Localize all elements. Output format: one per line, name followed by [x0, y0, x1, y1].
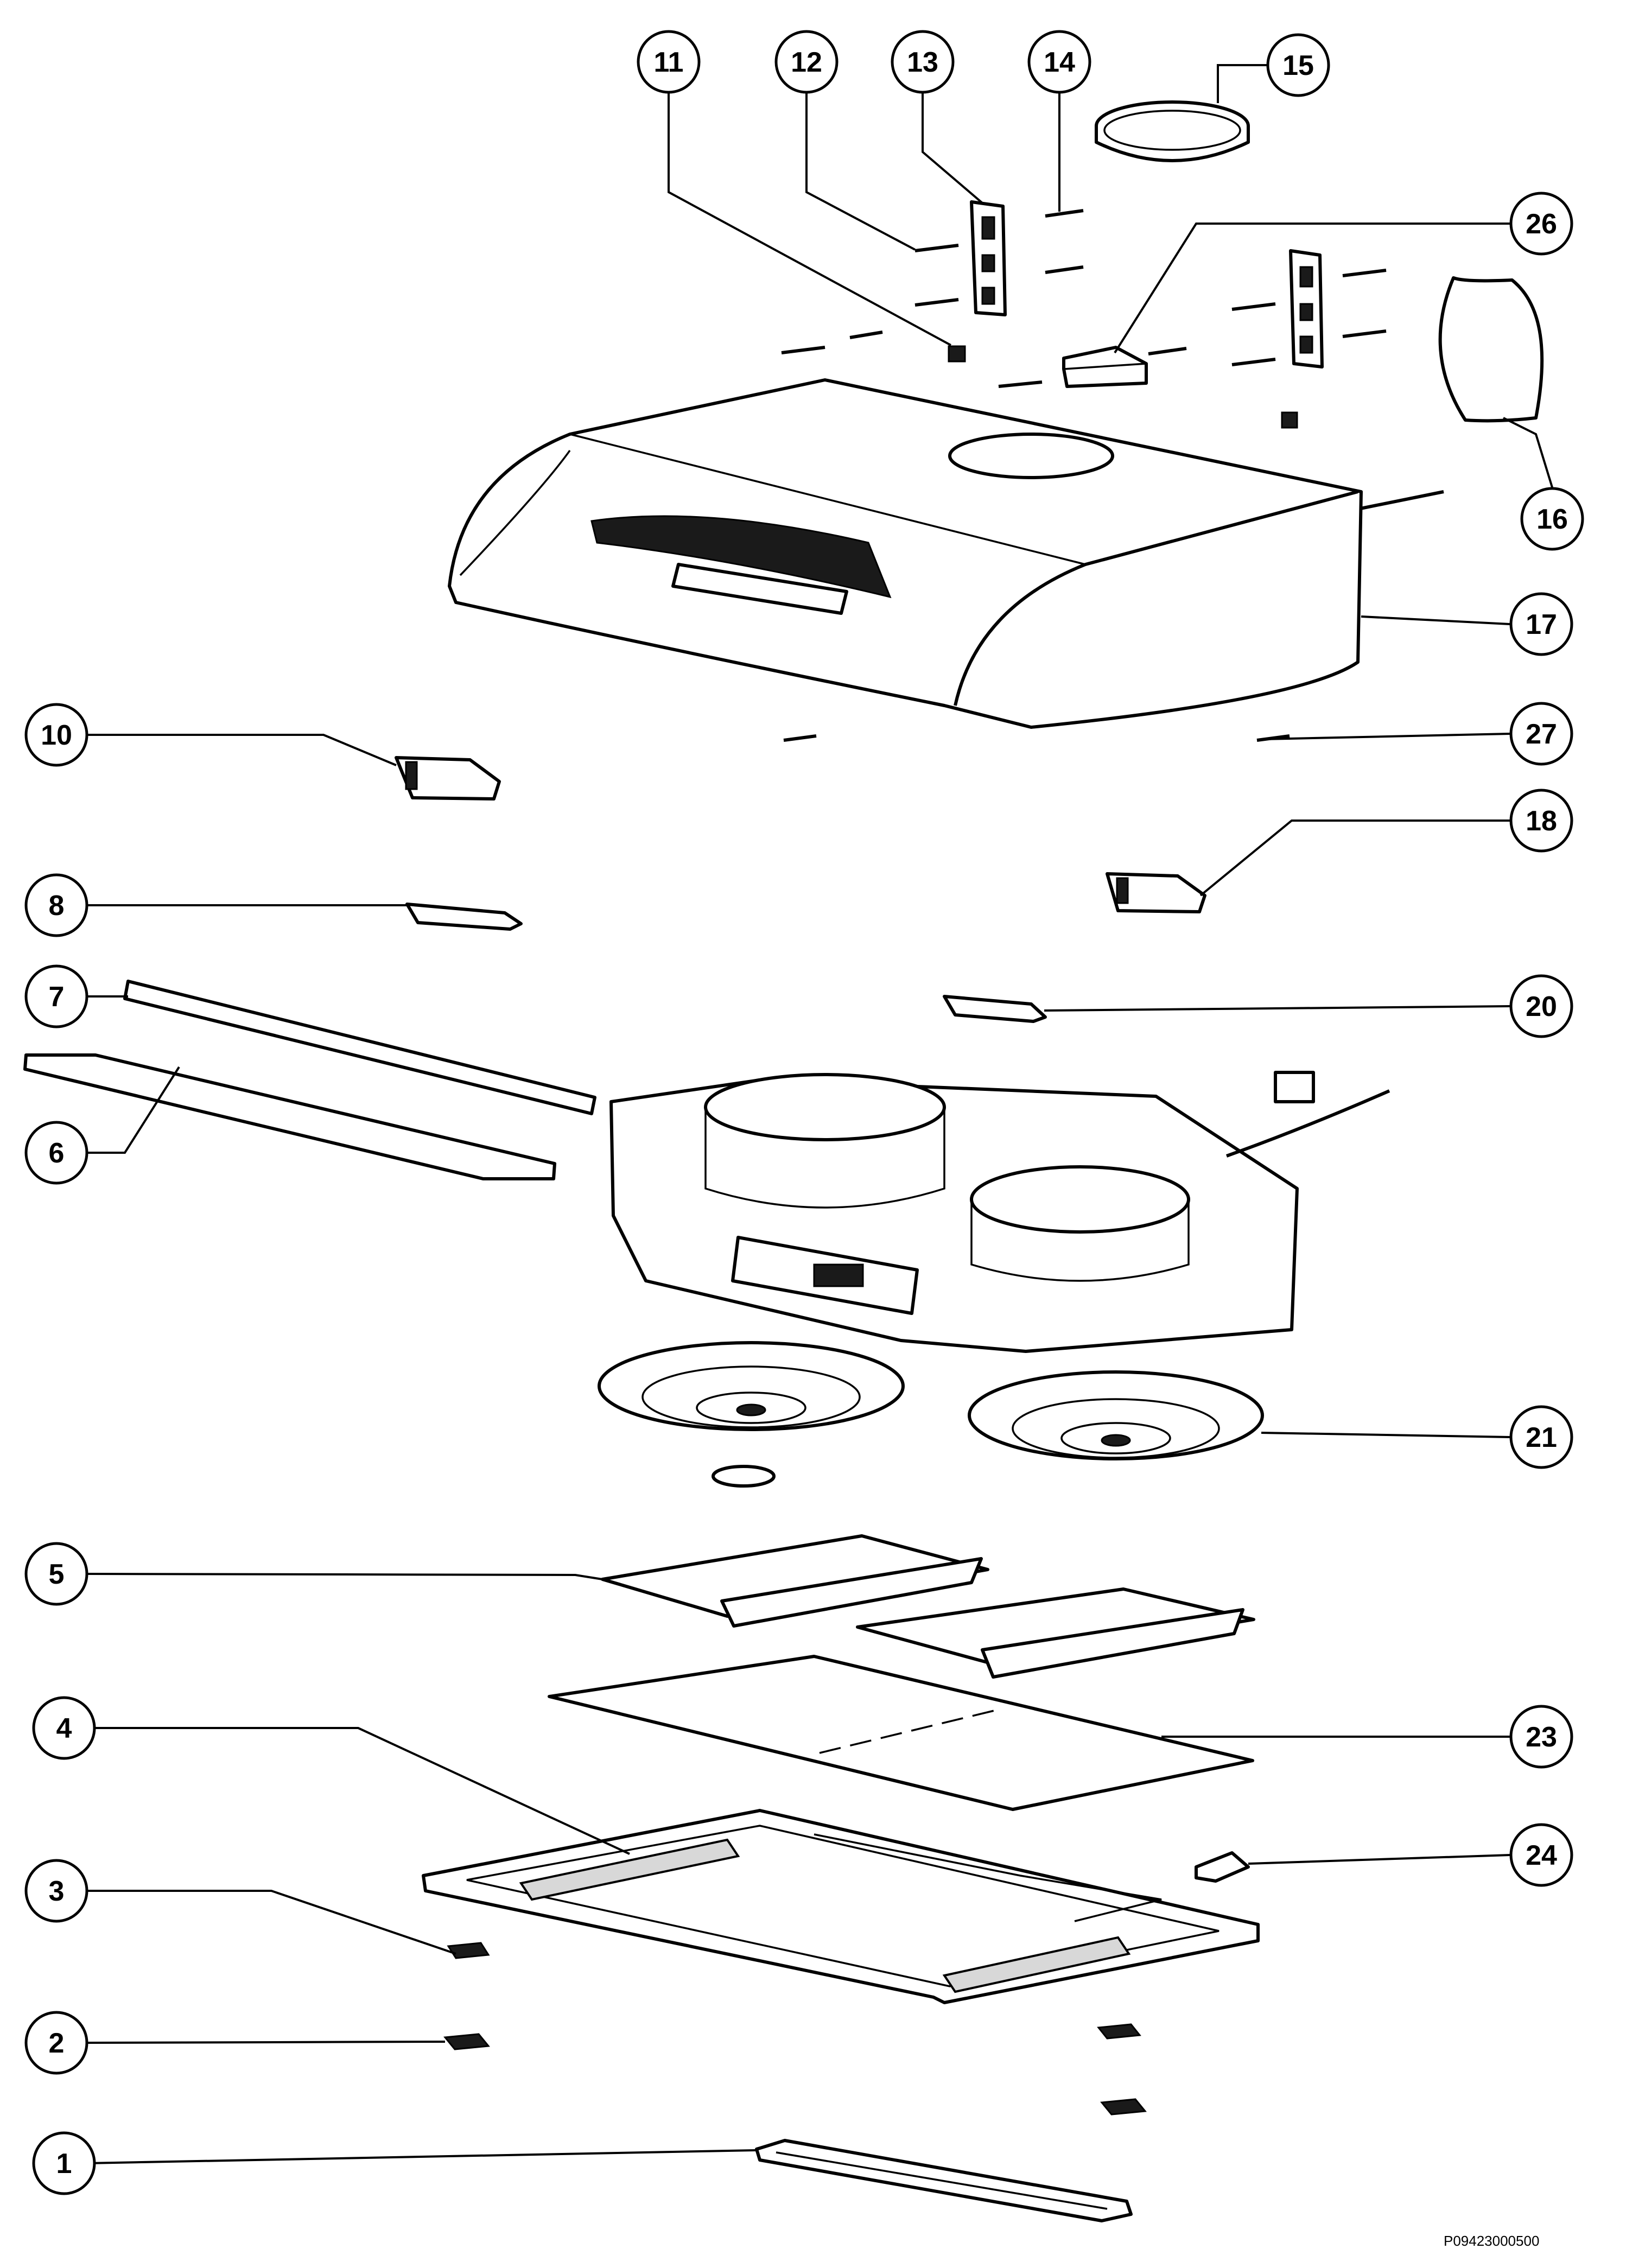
part-3-clip — [447, 1942, 490, 1959]
callout-13: 13 — [891, 30, 955, 94]
part-4-front-panel — [422, 1809, 1260, 2004]
callout-11: 11 — [637, 30, 701, 94]
part-21-filter-cups — [598, 1341, 1264, 1488]
part-6-panel-strip — [23, 1053, 556, 1180]
callout-8-label: 8 — [49, 890, 65, 922]
callout-5-label: 5 — [49, 1559, 65, 1590]
callout-24: 24 — [1509, 1823, 1573, 1887]
callout-18-label: 18 — [1526, 805, 1557, 837]
part-20-clip — [943, 995, 1047, 1023]
callout-14-label: 14 — [1044, 47, 1075, 78]
callout-5: 5 — [24, 1542, 88, 1606]
callout-7: 7 — [24, 964, 88, 1028]
part-nut-right — [1281, 411, 1298, 429]
callout-26: 26 — [1509, 192, 1573, 256]
callout-26-label: 26 — [1526, 208, 1557, 240]
callout-1-label: 1 — [56, 2148, 72, 2180]
part-26-angle-bracket — [1062, 346, 1148, 388]
callout-4-label: 4 — [56, 1713, 72, 1744]
part-15-collar-ring — [1095, 100, 1250, 162]
part-18-hinge-unit — [1106, 872, 1206, 913]
reference-code: P09423000500 — [1444, 2233, 1539, 2249]
part-2-clip — [443, 2023, 1147, 2115]
callout-14: 14 — [1027, 30, 1091, 94]
callout-17: 17 — [1509, 592, 1573, 656]
callout-12: 12 — [774, 30, 839, 94]
callout-6-label: 6 — [49, 1138, 65, 1169]
callout-27: 27 — [1509, 702, 1573, 766]
callout-24-label: 24 — [1526, 1840, 1557, 1871]
callout-8: 8 — [24, 873, 88, 937]
screws — [781, 209, 1444, 742]
part-23-cover-sheet — [548, 1655, 1254, 1811]
part-8-clip — [405, 903, 523, 931]
callout-10: 10 — [24, 703, 88, 767]
callout-23-label: 23 — [1526, 1721, 1557, 1753]
part-5-grease-filters — [601, 1534, 1255, 1679]
part-1-handle-bar — [755, 2139, 1133, 2222]
callout-7-label: 7 — [49, 981, 65, 1013]
part-wall-bracket-right — [1289, 249, 1324, 369]
part-13-wall-bracket — [970, 200, 1007, 316]
part-11-nut — [948, 345, 966, 363]
callout-23: 23 — [1509, 1705, 1573, 1769]
callout-13-label: 13 — [907, 47, 938, 78]
callout-1: 1 — [32, 2131, 96, 2195]
callout-3-label: 3 — [49, 1876, 65, 1907]
callout-16: 16 — [1520, 487, 1584, 551]
callout-2-label: 2 — [49, 2028, 65, 2059]
part-16-flap — [1438, 276, 1544, 423]
callout-15: 15 — [1266, 33, 1330, 97]
callout-21: 21 — [1509, 1405, 1573, 1469]
callout-15-label: 15 — [1282, 50, 1314, 81]
part-24-bracket — [1195, 1851, 1250, 1883]
callout-17-label: 17 — [1526, 609, 1557, 640]
part-7-strip — [123, 980, 596, 1115]
callout-12-label: 12 — [791, 47, 822, 78]
callout-3: 3 — [24, 1859, 88, 1923]
callout-18: 18 — [1509, 789, 1573, 853]
callout-21-label: 21 — [1526, 1422, 1557, 1453]
callout-2: 2 — [24, 2011, 88, 2075]
part-17-hood-body — [448, 378, 1363, 729]
callout-20: 20 — [1509, 974, 1573, 1038]
callout-4: 4 — [32, 1696, 96, 1760]
callout-16-label: 16 — [1536, 504, 1568, 535]
callout-27-label: 27 — [1526, 719, 1557, 750]
callout-6: 6 — [24, 1121, 88, 1185]
callout-10-label: 10 — [41, 720, 72, 751]
leader-lines — [86, 64, 1553, 2164]
part-10-hinge-unit — [395, 756, 501, 801]
callout-11-label: 11 — [654, 47, 684, 78]
motor-housing — [609, 1071, 1390, 1353]
callout-20-label: 20 — [1526, 991, 1557, 1022]
